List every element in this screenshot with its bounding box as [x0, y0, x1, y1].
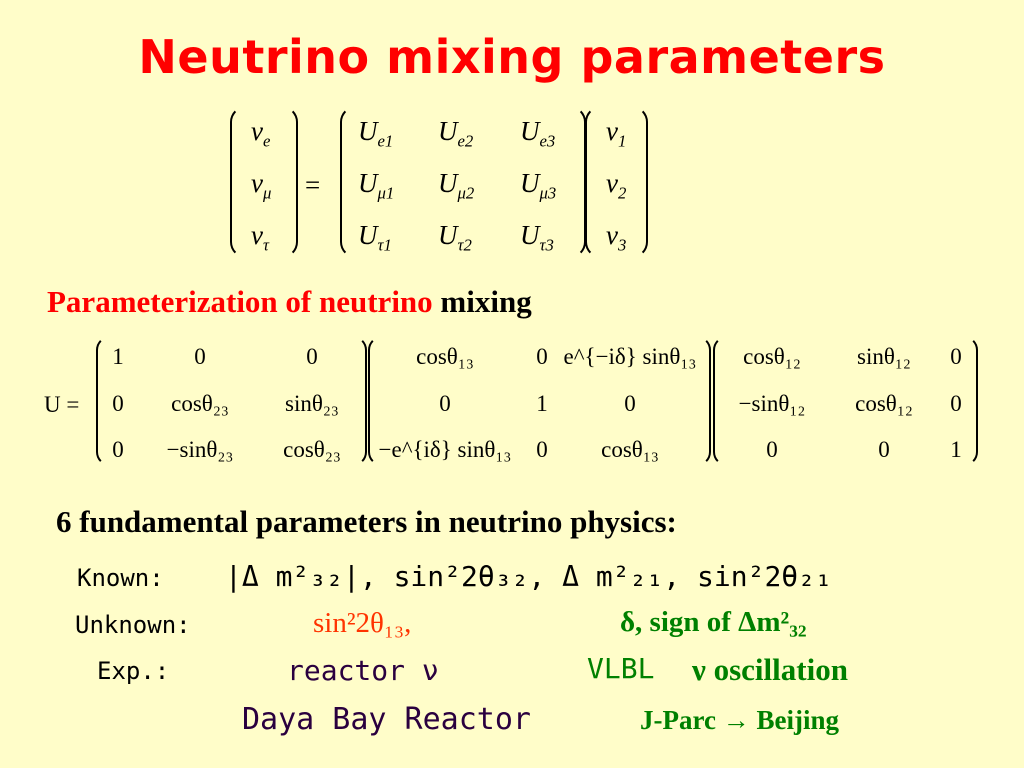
r13-element-22: 1 — [536, 391, 548, 416]
unknown-delta-sign: δ, sign of Δm²₃₂ — [620, 606, 807, 638]
left-paren — [585, 106, 601, 258]
lhs-flavor-3: ντ — [251, 220, 269, 255]
right-paren — [632, 106, 648, 258]
u-element-13: Ue3 — [520, 116, 556, 151]
left-paren — [230, 106, 246, 258]
rhs-mass-3: ν3 — [606, 220, 627, 255]
r13-element-33: cosθ₁₃ — [601, 437, 659, 462]
r12-element-21: −sinθ₁₂ — [738, 391, 806, 416]
equals-sign: = — [305, 170, 321, 200]
u-element-32: Uτ2 — [438, 220, 472, 255]
r12-element-22: cosθ₁₂ — [855, 391, 913, 416]
r13-element-31: −e^{iδ} sinθ₁₃ — [378, 437, 512, 462]
r23-element-21: 0 — [112, 391, 124, 416]
r13-element-12: 0 — [536, 344, 548, 369]
r12-element-23: 0 — [950, 391, 962, 416]
page-title: Neutrino mixing parameters — [138, 30, 886, 84]
right-paren — [570, 106, 586, 258]
lhs-flavor-2: νμ — [251, 168, 272, 203]
r12-element-12: sinθ₁₂ — [857, 344, 911, 369]
jparc-beijing: J-Parc → Beijing — [640, 705, 839, 735]
u-element-21: Uμ1 — [358, 168, 395, 203]
parameterization-heading-red: Parameterization of neutrino — [47, 284, 433, 319]
right-paren — [964, 336, 978, 466]
r23-element-31: 0 — [112, 437, 124, 462]
unknown-theta13: sin²2θ₁₃, — [313, 607, 412, 639]
known-value: |Δ m²₃₂|, sin²2θ₃₂, Δ m²₂₁, sin²2θ₂₁ — [225, 560, 832, 593]
right-paren — [282, 106, 298, 258]
r13-element-32: 0 — [536, 437, 548, 462]
r13-element-23: 0 — [624, 391, 636, 416]
exp-vlbl: VLBL — [587, 652, 655, 685]
known-label: Known: — [77, 564, 164, 592]
r23-element-22: cosθ₂₃ — [171, 391, 229, 416]
left-paren — [713, 336, 727, 466]
rhs-mass-1: ν1 — [606, 116, 627, 151]
r12-element-13: 0 — [950, 344, 962, 369]
r23-element-12: 0 — [194, 344, 206, 369]
exp-label: Exp.: — [97, 657, 170, 685]
lhs-flavor-1: νe — [251, 116, 271, 151]
u-element-33: Uτ3 — [520, 220, 554, 255]
u-element-31: Uτ1 — [358, 220, 392, 255]
left-paren — [96, 336, 110, 466]
u-element-23: Uμ3 — [520, 168, 557, 203]
r23-element-33: cosθ₂₃ — [283, 437, 341, 462]
r12-element-33: 1 — [950, 437, 962, 462]
left-paren — [340, 106, 356, 258]
right-paren — [353, 336, 367, 466]
r23-element-32: −sinθ₂₃ — [166, 437, 234, 462]
r23-element-11: 1 — [112, 344, 124, 369]
u-element-12: Ue2 — [438, 116, 474, 151]
r12-element-31: 0 — [766, 437, 778, 462]
parameterization-heading-black: mixing — [440, 284, 532, 319]
left-paren — [368, 336, 382, 466]
daya-bay-reactor: Daya Bay Reactor — [242, 702, 531, 737]
r13-element-11: cosθ₁₃ — [416, 344, 474, 369]
u-element-11: Ue1 — [358, 116, 394, 151]
rhs-mass-2: ν2 — [606, 168, 627, 203]
r12-element-32: 0 — [878, 437, 890, 462]
u-element-22: Uμ2 — [438, 168, 475, 203]
unknown-label: Unknown: — [75, 611, 191, 639]
r23-element-13: 0 — [306, 344, 318, 369]
exp-oscillation: ν oscillation — [692, 652, 848, 687]
r23-element-23: sinθ₂₃ — [285, 391, 339, 416]
r12-element-11: cosθ₁₂ — [743, 344, 801, 369]
r13-element-21: 0 — [439, 391, 451, 416]
right-paren — [697, 336, 711, 466]
fundamental-heading: 6 fundamental parameters in neutrino phy… — [56, 504, 677, 539]
exp-reactor: reactor ν — [287, 654, 439, 687]
r13-element-13: e^{−iδ} sinθ₁₃ — [563, 344, 697, 369]
u-equals: U = — [44, 392, 80, 417]
parameterization-heading: Parameterization of neutrino mixing — [47, 284, 532, 320]
